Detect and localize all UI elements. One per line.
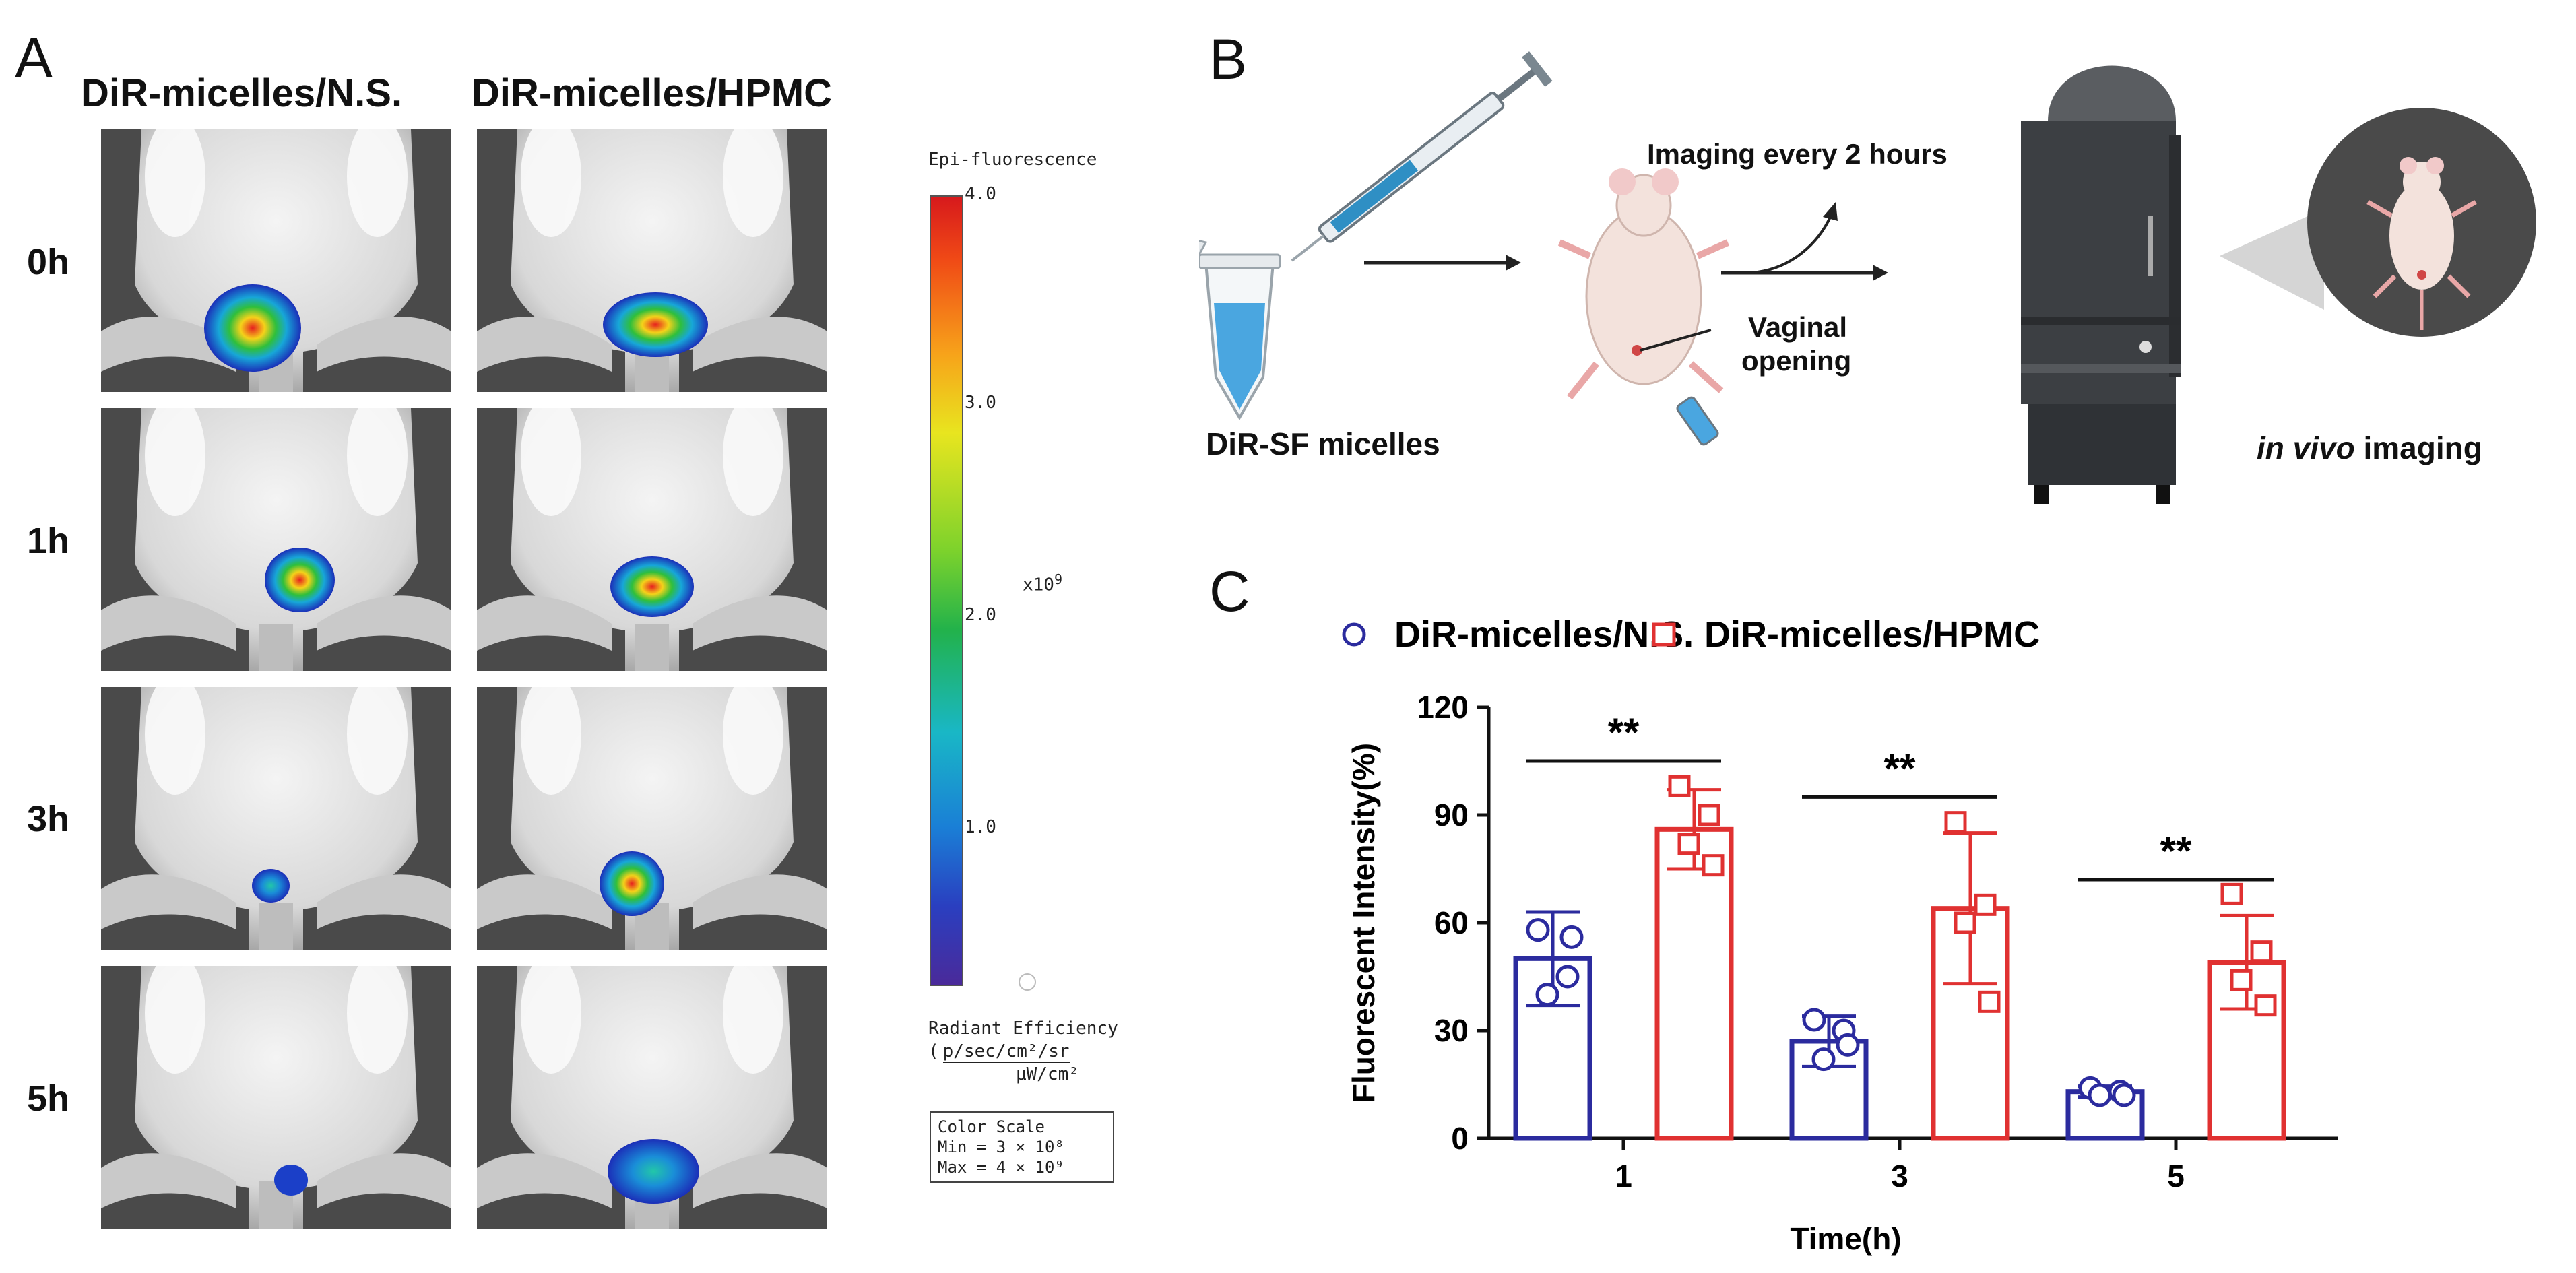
color-scale-box: Color Scale Min = 3 × 10⁸ Max = 4 × 10⁹ [930, 1111, 1114, 1183]
colorbar-tick-3: 3.0 [965, 393, 996, 413]
data-point [1702, 854, 1725, 877]
column-header-ns: DiR-micelles/N.S. [81, 71, 403, 115]
arrow-right-icon [1364, 255, 1521, 271]
image-ns-5h [101, 966, 451, 1229]
legend-marker [1652, 622, 1676, 647]
data-point [2112, 1083, 2136, 1107]
data-point [2250, 940, 2273, 963]
row-label-1h: 1h [27, 521, 70, 561]
y-tick-label: 60 [1434, 905, 1469, 940]
colorbar-multiplier: x109 [1023, 571, 1063, 595]
image-ns-3h [101, 687, 451, 950]
data-point [1944, 811, 1967, 834]
image-hpmc-5h [477, 966, 827, 1229]
tube-icon [1199, 239, 1281, 420]
data-point [1974, 893, 1997, 916]
panel-c-letter: C [1209, 560, 1250, 623]
image-ns-1h [101, 408, 451, 671]
legend-label: DiR-micelles/N.S. [1394, 614, 1694, 655]
y-tick-label: 90 [1434, 797, 1469, 833]
radiant-efficiency-title: Radiant Efficiency [928, 1018, 1118, 1039]
colorbar-tick-4: 4.0 [965, 184, 996, 204]
mouse-icon [2366, 157, 2477, 330]
row-label-3h: 3h [27, 799, 70, 839]
image-hpmc-1h [477, 408, 827, 671]
label-in-vivo-imaging: in vivo imaging [2257, 430, 2482, 465]
label-opening: opening [1741, 345, 1852, 377]
data-point [1677, 833, 1700, 855]
x-tick-label: 1 [1615, 1158, 1632, 1194]
radiant-efficiency-numerator: (p/sec/cm²/sr [928, 1041, 1070, 1063]
panel-a-letter: A [15, 26, 53, 90]
data-point [1978, 990, 2001, 1013]
panel-b-letter: B [1209, 28, 1248, 91]
data-point [1836, 1033, 1860, 1057]
y-axis-label: Fluorescent Intensity(%) [1346, 743, 1381, 1103]
row-label-0h: 0h [27, 242, 70, 282]
data-point [1535, 983, 1559, 1007]
legend-marker [1342, 622, 1366, 647]
significance-label: ** [1884, 746, 1916, 791]
data-point [1555, 965, 1580, 989]
data-point [2088, 1083, 2112, 1107]
y-tick-label: 120 [1417, 690, 1469, 725]
image-ns-0h [101, 129, 451, 392]
data-point [1698, 804, 1720, 826]
colorbar-tick-1: 1.0 [965, 817, 996, 837]
color-scale-min: Min = 3 × 10⁸ [938, 1138, 1064, 1156]
data-point [2230, 969, 2253, 991]
x-axis-label: Time(h) [1790, 1221, 1901, 1256]
color-scale-max: Max = 4 × 10⁹ [938, 1158, 1064, 1177]
significance-label: ** [2160, 828, 2192, 874]
schematic [1199, 51, 2536, 504]
label-dir-sf-micelles: DiR-SF micelles [1206, 426, 1440, 461]
y-tick-label: 0 [1451, 1121, 1469, 1156]
row-label-5h: 5h [27, 1078, 70, 1119]
colorbar [930, 195, 963, 986]
column-header-hpmc: DiR-micelles/HPMC [472, 71, 833, 115]
x-tick-label: 3 [1891, 1158, 1908, 1194]
x-tick-label: 5 [2167, 1158, 2185, 1194]
colorbar-tick-2: 2.0 [965, 605, 996, 625]
label-vaginal: Vaginal [1748, 311, 1848, 343]
mouse-icon [1557, 168, 1730, 446]
callout-line [1640, 329, 1712, 352]
data-point [1668, 775, 1691, 797]
significance-label: ** [1608, 710, 1640, 755]
legend-label: DiR-micelles/HPMC [1704, 614, 2040, 655]
imaging-device-icon [2021, 65, 2181, 504]
y-tick-label: 30 [1434, 1013, 1469, 1048]
data-point [1526, 918, 1550, 942]
data-point [2220, 882, 2243, 905]
colorbar-marker-icon [1019, 973, 1036, 991]
data-point [1802, 1008, 1826, 1032]
data-point [1811, 1047, 1836, 1072]
image-hpmc-3h [477, 687, 827, 950]
color-scale-title: Color Scale [938, 1117, 1045, 1136]
label-imaging-every: Imaging every 2 hours [1647, 138, 1947, 170]
image-hpmc-0h [477, 129, 827, 392]
syringe-icon [1291, 51, 1553, 262]
data-point [1559, 925, 1584, 949]
radiant-efficiency-denominator: μW/cm² [1016, 1064, 1079, 1084]
colorbar-title: Epi-fluorescence [928, 150, 1097, 170]
data-point [1954, 911, 1976, 934]
data-point [2254, 994, 2277, 1017]
arrow-right-icon [1721, 202, 1888, 281]
